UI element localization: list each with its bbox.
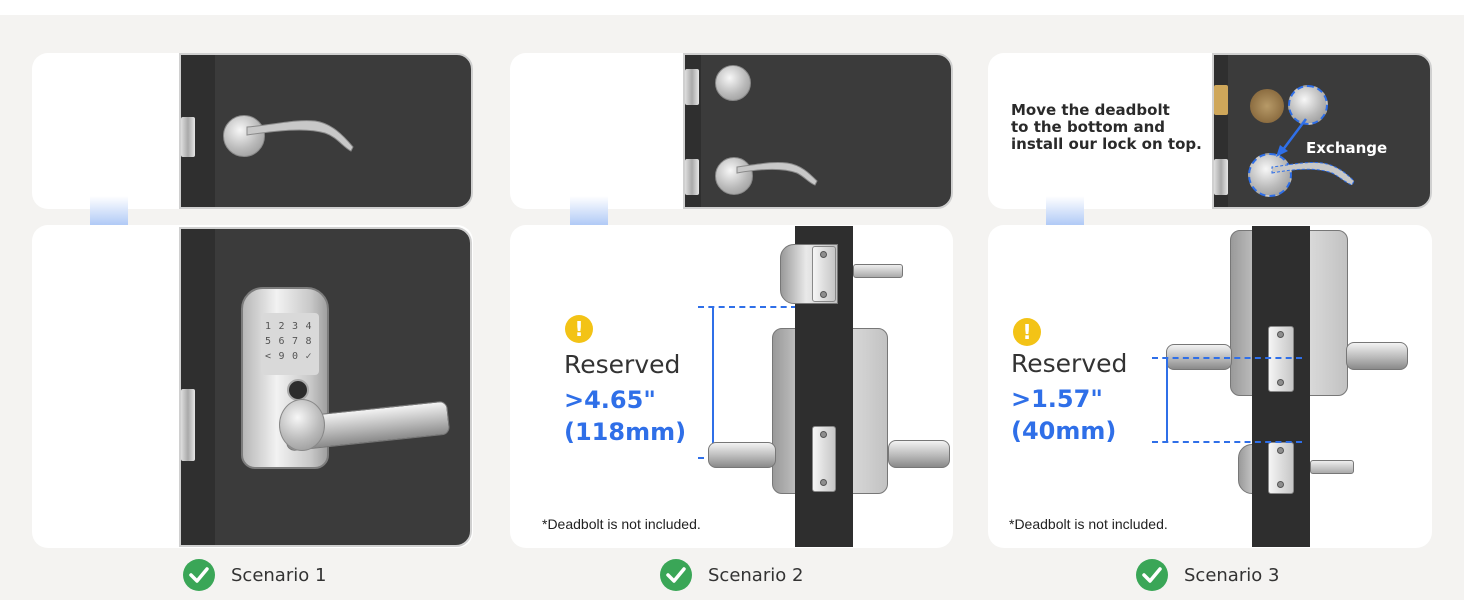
instruction-line: Move the deadbolt xyxy=(1011,101,1170,119)
lever-handle-icon xyxy=(1271,162,1355,186)
screw xyxy=(1277,331,1284,338)
deadbolt-latch-plate xyxy=(1214,85,1228,115)
measure-bottom-line xyxy=(1152,441,1302,443)
door-edge xyxy=(181,229,215,545)
latch-plate xyxy=(181,117,195,157)
keypad-key[interactable]: 3 xyxy=(292,321,299,332)
instruction-line: install our lock on top. xyxy=(1011,135,1202,153)
keypad-key[interactable]: 2 xyxy=(278,321,285,332)
reserved-measure: >4.65" (118mm) xyxy=(564,384,686,448)
keypad-key[interactable]: 4 xyxy=(305,321,312,332)
deadbolt-note: *Deadbolt is not included. xyxy=(542,516,701,532)
screw xyxy=(1277,379,1284,386)
scenario-1-smart-lock-door: 1 2 3 4 5 6 7 8 < 9 0 ✓ xyxy=(179,227,472,547)
deadbolt-thumb-turn xyxy=(853,264,903,278)
keypad-key[interactable]: 7 xyxy=(292,336,299,347)
scenario-label: Scenario 3 xyxy=(1184,564,1280,586)
reserved-label: Reserved xyxy=(1011,349,1128,378)
keypad-key[interactable]: < xyxy=(265,351,272,362)
lever-rose xyxy=(279,399,325,451)
screw xyxy=(820,291,827,298)
check-circle-icon xyxy=(660,559,692,591)
check-circle-icon xyxy=(1136,559,1168,591)
keypad-key[interactable]: 1 xyxy=(265,321,272,332)
scenario-1-existing-door xyxy=(179,53,473,209)
fingerprint-sensor-icon xyxy=(287,379,309,401)
warning-icon: ! xyxy=(1013,318,1041,346)
measure-vertical-line xyxy=(712,306,714,457)
measure-inches: >4.65" xyxy=(564,386,656,414)
lever-handle-outside xyxy=(1346,342,1408,370)
scenario-3-bottom-card xyxy=(988,225,1432,548)
lever-handle-inside xyxy=(708,442,776,468)
exchange-arrow-icon xyxy=(1276,118,1307,157)
exchange-label: Exchange xyxy=(1306,139,1388,157)
lever-rose xyxy=(1248,153,1292,197)
screw xyxy=(820,251,827,258)
measure-top-line xyxy=(1152,357,1302,359)
keypad-key[interactable]: 8 xyxy=(305,336,312,347)
screw xyxy=(820,431,827,438)
scenario-3-existing-door: Exchange xyxy=(1212,53,1432,209)
lever-handle-icon xyxy=(246,120,354,152)
deadbolt-latch-plate xyxy=(685,69,699,105)
deadbolt-thumb-turn xyxy=(1310,460,1354,474)
reserved-label: Reserved xyxy=(564,350,681,379)
screw xyxy=(820,479,827,486)
keypad-key[interactable]: 5 xyxy=(265,336,272,347)
scenario-3-instruction: Move the deadbolt to the bottom and inst… xyxy=(1011,102,1211,153)
deadbolt-hole xyxy=(1250,89,1284,123)
screw xyxy=(1277,481,1284,488)
scenario-2-caption: Scenario 2 xyxy=(660,558,803,592)
lever-rose xyxy=(223,115,265,157)
deadbolt-cylinder xyxy=(1288,85,1328,125)
keypad-key[interactable]: ✓ xyxy=(305,351,312,362)
reserved-measure: >1.57" (40mm) xyxy=(1011,383,1116,447)
lever-handle-icon xyxy=(736,162,818,186)
screw xyxy=(1277,447,1284,454)
scenario-3-caption: Scenario 3 xyxy=(1136,558,1279,592)
measure-mm: (118mm) xyxy=(564,418,687,446)
measure-vertical-line xyxy=(1166,357,1168,441)
lever-handle-outside xyxy=(888,440,950,468)
check-circle-icon xyxy=(183,559,215,591)
warning-icon: ! xyxy=(565,315,593,343)
keypad-key[interactable]: 6 xyxy=(278,336,285,347)
keypad-key[interactable]: 9 xyxy=(278,351,285,362)
measure-mm: (40mm) xyxy=(1011,417,1117,445)
latch-plate xyxy=(685,159,699,195)
deadbolt-note: *Deadbolt is not included. xyxy=(1009,516,1168,532)
latch-plate xyxy=(1214,159,1228,195)
keypad: 1 2 3 4 5 6 7 8 < 9 0 ✓ xyxy=(261,313,319,375)
instruction-line: to the bottom and xyxy=(1011,118,1166,136)
scenario-2-existing-door xyxy=(683,53,953,209)
scenario-label: Scenario 2 xyxy=(708,564,804,586)
latch-plate xyxy=(181,389,195,461)
top-strip xyxy=(0,0,1464,15)
scenario-1-caption: Scenario 1 xyxy=(183,558,326,592)
deadbolt-cylinder xyxy=(715,65,751,101)
measure-inches: >1.57" xyxy=(1011,385,1103,413)
keypad-key[interactable]: 0 xyxy=(292,351,299,362)
measure-top-line xyxy=(698,306,828,308)
lever-rose xyxy=(715,157,753,195)
scenario-label: Scenario 1 xyxy=(231,564,327,586)
